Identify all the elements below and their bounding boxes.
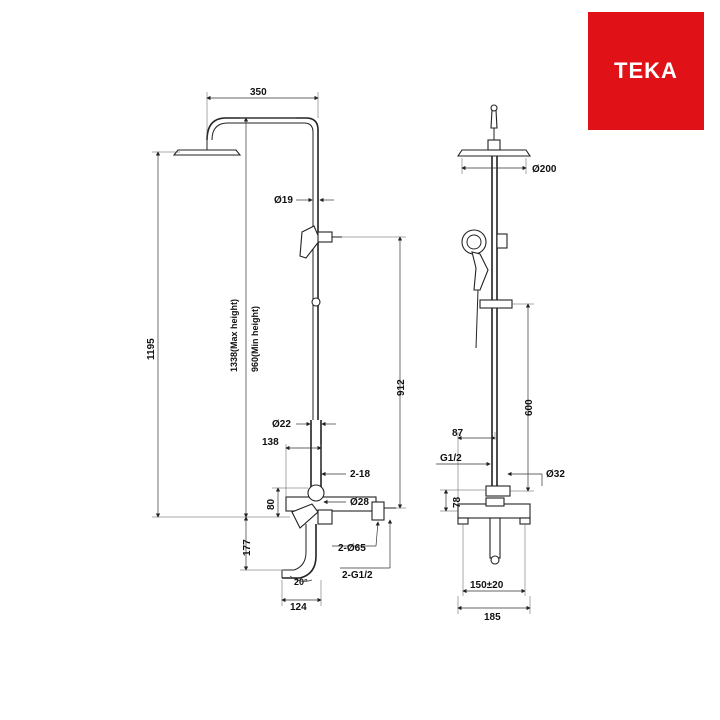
dim-185: 185 (484, 612, 501, 623)
dim-912: 912 (396, 379, 407, 396)
side-view: 350 1195 1338(Max height) 960(Min height… (146, 87, 407, 613)
dim-150: 150±20 (470, 580, 504, 591)
teka-logo: TEKA (588, 12, 704, 130)
dim-d19: Ø19 (274, 195, 293, 206)
front-view: Ø200 600 87 G1/2 Ø32 78 (436, 104, 565, 623)
dim-2-d65: 2-Ø65 (338, 543, 366, 554)
dim-d28: Ø28 (350, 497, 369, 508)
side-hand-shower (299, 225, 321, 259)
dim-d200: Ø200 (532, 164, 557, 175)
front-shower-head (456, 149, 532, 157)
dim-d32: Ø32 (546, 469, 565, 480)
side-spout (282, 524, 317, 579)
dim-1195: 1195 (146, 338, 157, 360)
side-shower-arm (206, 117, 319, 420)
dim-87: 87 (452, 428, 464, 439)
dim-80: 80 (266, 498, 277, 510)
dim-177: 177 (242, 539, 253, 556)
front-hand-shower (461, 229, 487, 255)
dim-2-18: 2-18 (350, 469, 370, 480)
dim-124: 124 (290, 602, 307, 613)
side-shower-head (172, 149, 242, 156)
dim-d22: Ø22 (272, 419, 291, 430)
dim-20deg: 20° (294, 577, 308, 587)
logo-text: TEKA (614, 58, 678, 83)
dim-2-g1-2: 2-G1/2 (342, 570, 373, 581)
dim-g1-2: G1/2 (440, 453, 462, 464)
dim-138: 138 (262, 437, 279, 448)
dim-960: 960(Min height) (250, 306, 260, 372)
dim-600: 600 (524, 399, 535, 416)
dim-78: 78 (452, 496, 463, 508)
dim-350: 350 (250, 87, 267, 98)
dim-1338: 1338(Max height) (229, 299, 239, 372)
